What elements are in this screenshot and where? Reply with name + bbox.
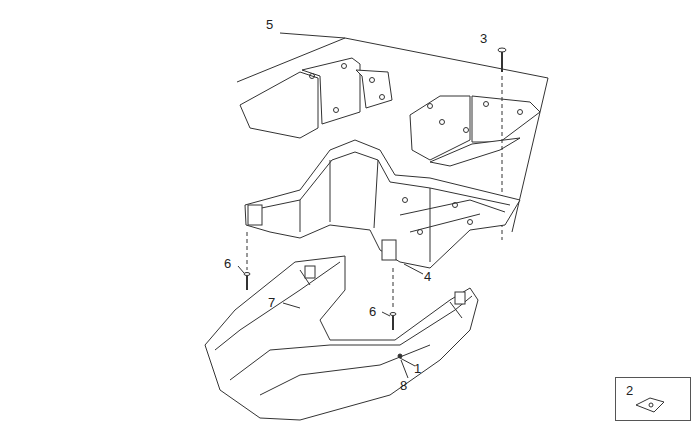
callout-number: 7 (268, 296, 275, 309)
callout-number: 4 (424, 270, 431, 283)
callout-number: 1 (414, 362, 421, 375)
callout-number: 3 (480, 32, 487, 45)
callout-number: 6 (224, 257, 231, 270)
callout-number: 6 (369, 305, 376, 318)
inset-box: 2 (615, 377, 691, 421)
callout-number: 5 (266, 18, 273, 31)
callout-number: 8 (400, 379, 407, 392)
callout-number: 2 (626, 384, 633, 397)
